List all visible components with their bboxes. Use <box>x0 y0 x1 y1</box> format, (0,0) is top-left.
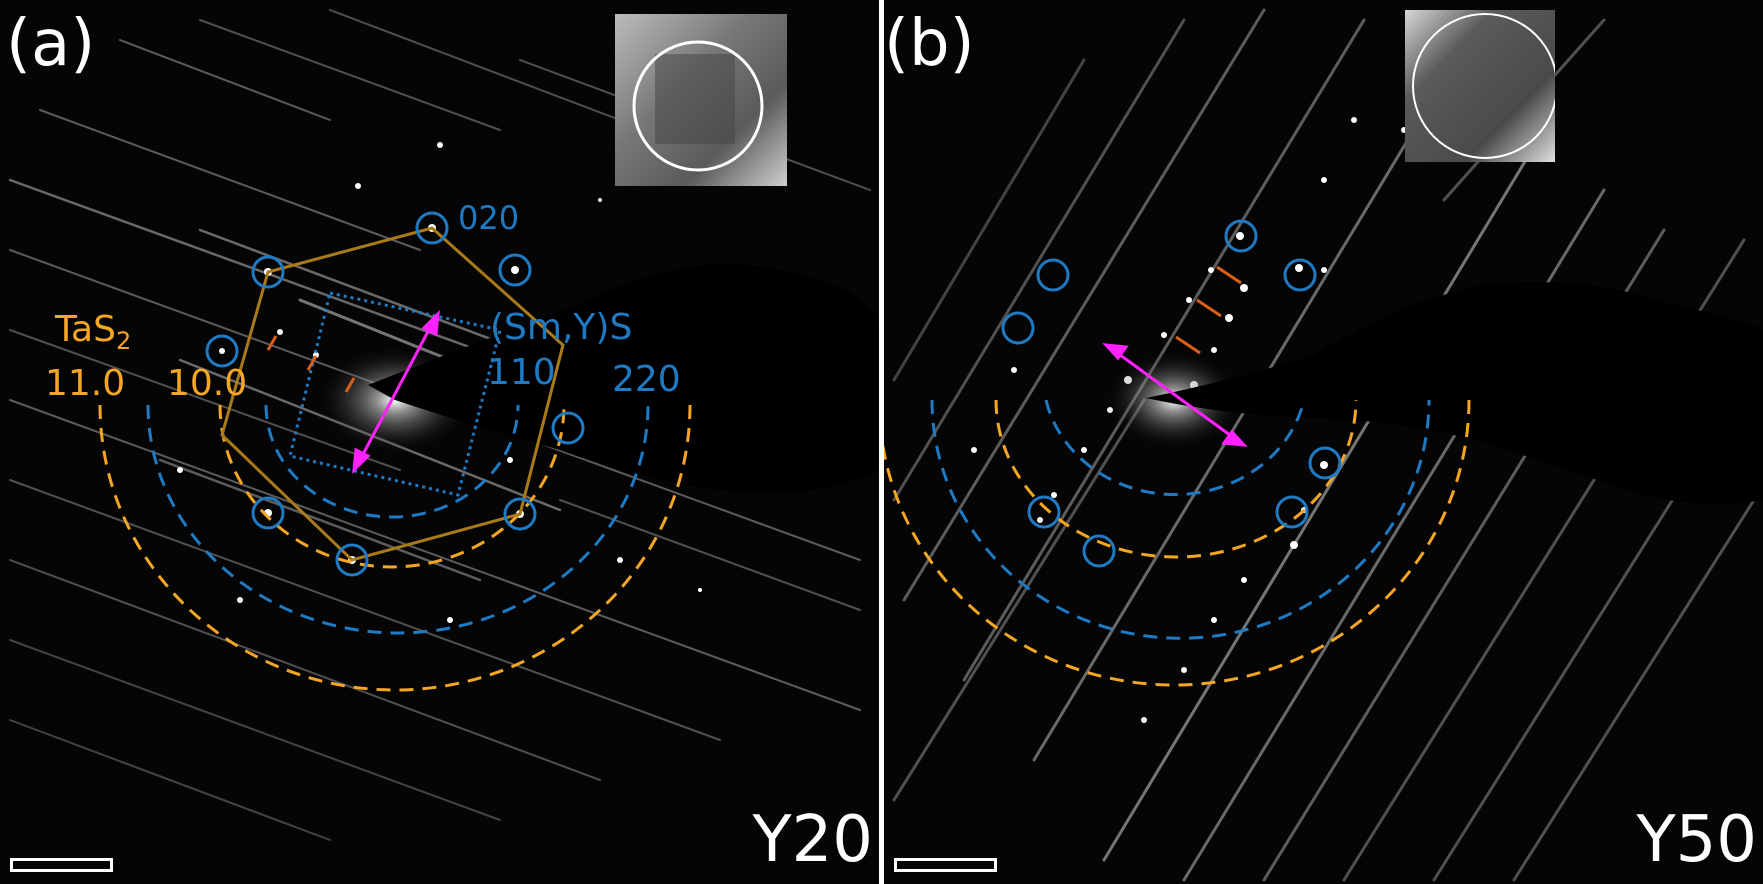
diffraction-panel-b: (b) Y50 <box>884 0 1763 884</box>
smys-ring-220 <box>146 404 650 635</box>
scale-bar <box>10 858 113 872</box>
selected-area-aperture <box>632 40 764 172</box>
superlattice-ticks <box>1175 265 1242 355</box>
tas2-ring-inner <box>994 399 1358 559</box>
beam-stop <box>1146 282 1763 504</box>
tas2-hexagon <box>220 226 565 562</box>
tas2-reflection-10-0: 10.0 <box>167 363 248 404</box>
ring-arcs <box>884 399 1471 687</box>
ring-arcs <box>98 404 692 692</box>
smys-reflection-circles <box>205 211 585 577</box>
smys-reflection-110: 110 <box>487 352 556 393</box>
periodicity-arrow <box>352 309 440 475</box>
smys-ring-outer <box>930 399 1431 640</box>
tas2-ring-10-0 <box>218 404 566 569</box>
tas2-ring-11-0 <box>98 404 692 692</box>
smys-reflection-circles <box>1001 219 1342 568</box>
diffraction-pattern-b <box>884 8 1763 882</box>
smys-ring-inner <box>1044 399 1306 497</box>
diffraction-panel-a: (a) Y20 TaS2 11.0 10.0 (Sm,Y)S 020 110 2… <box>0 0 879 884</box>
sample-label: Y20 <box>752 803 873 877</box>
smys-ring-110 <box>264 404 520 519</box>
tem-image-inset <box>615 14 787 186</box>
tas2-ring-outer <box>884 399 1471 687</box>
periodicity-arrow <box>1102 343 1248 447</box>
scale-bar <box>894 858 997 872</box>
diffraction-streaks <box>892 8 1756 882</box>
tas2-reflection-11-0: 11.0 <box>45 363 126 404</box>
smys-reflection-220: 220 <box>612 359 681 400</box>
smys-reflection-020: 020 <box>458 199 520 237</box>
tas2-label: TaS2 <box>55 309 132 356</box>
smys-reciprocal-cell <box>288 291 502 497</box>
tem-image-inset <box>1405 10 1555 162</box>
selected-area-aperture <box>1412 13 1555 159</box>
superlattice-ticks <box>266 335 356 393</box>
sample-label: Y50 <box>1636 803 1757 877</box>
smys-label: (Sm,Y)S <box>490 307 633 348</box>
panel-label: (b) <box>884 7 975 81</box>
panel-label: (a) <box>6 7 96 81</box>
beam-stop <box>368 264 879 493</box>
